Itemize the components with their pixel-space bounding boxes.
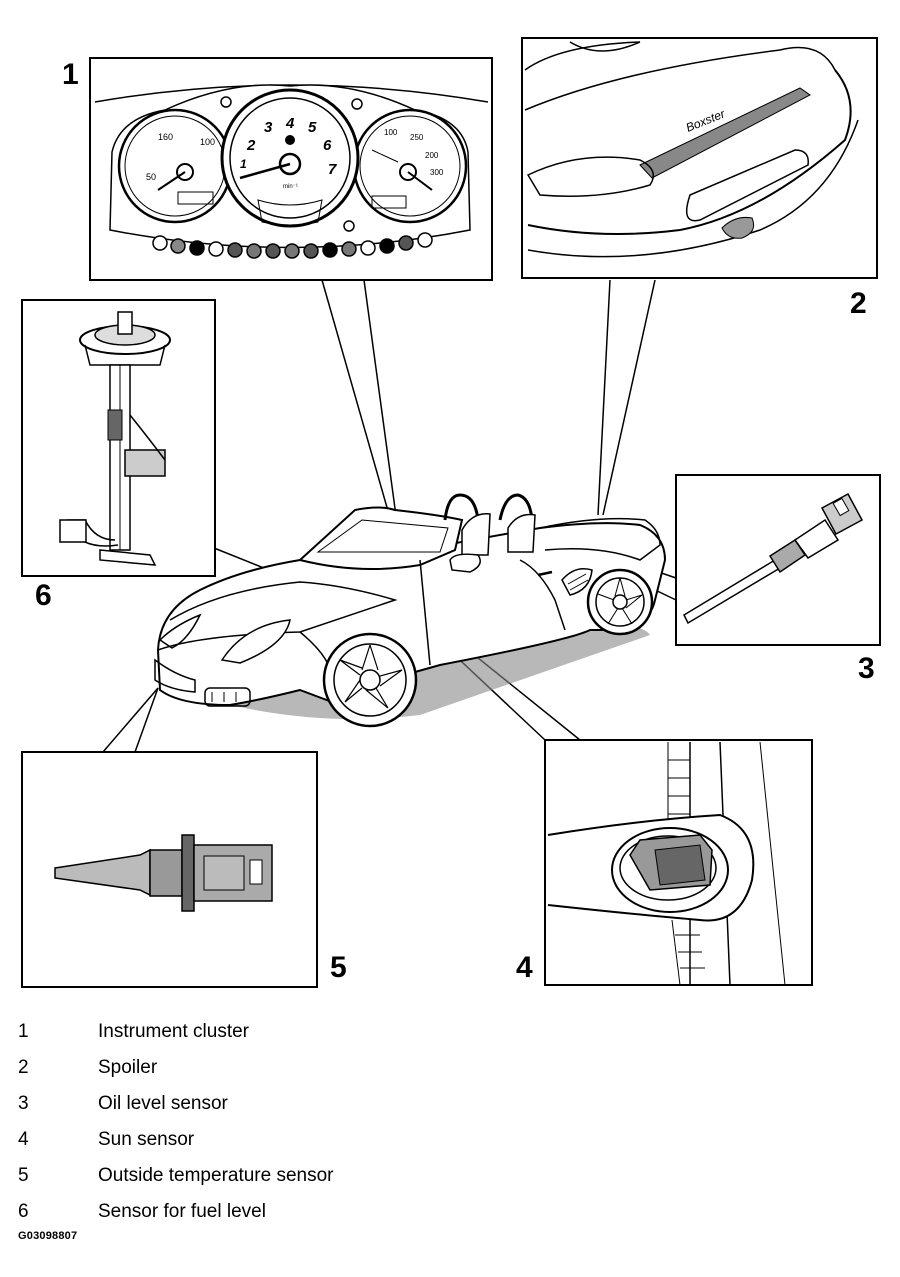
outside-temp-sensor-inset — [21, 751, 318, 988]
rpm-label: min⁻¹ — [283, 184, 298, 190]
sun-sensor-inset — [544, 739, 813, 986]
fuel-level-sensor-inset — [21, 299, 216, 577]
speedo-label: 250 — [410, 133, 424, 142]
speedometer-gauge: 100 250 300 200 — [352, 108, 468, 224]
callout-number-5: 5 — [330, 951, 347, 984]
legend-number: 3 — [18, 1093, 29, 1114]
legend-number: 6 — [18, 1201, 29, 1222]
legend-label: Instrument cluster — [98, 1021, 249, 1042]
spoiler-inset: Boxster — [521, 37, 878, 279]
legend-label: Spoiler — [98, 1057, 158, 1078]
speedo-label: 100 — [384, 128, 398, 137]
tach-number: 2 — [246, 137, 256, 154]
oil-gauge: 160 100 50 — [117, 108, 233, 224]
tachometer-gauge: 3 4 5 2 6 7 1 min⁻¹ — [220, 88, 360, 228]
speedo-label: 300 — [430, 168, 444, 177]
tach-number: 6 — [323, 137, 332, 154]
left-gauge-label: 100 — [200, 137, 215, 147]
tach-number: 5 — [308, 119, 317, 136]
oil-level-sensor-inset — [675, 474, 881, 646]
callout-number-2: 2 — [850, 287, 867, 320]
legend-number: 1 — [18, 1021, 29, 1042]
car-illustration — [154, 493, 667, 728]
legend-label: Outside temperature sensor — [98, 1165, 334, 1186]
legend-number: 2 — [18, 1057, 29, 1078]
legend-number: 5 — [18, 1165, 29, 1186]
legend-number: 4 — [18, 1129, 29, 1150]
legend-label: Sensor for fuel level — [98, 1201, 266, 1222]
figure-id: G03098807 — [18, 1230, 78, 1242]
left-gauge-label: 50 — [146, 172, 156, 182]
legend-label: Oil level sensor — [98, 1093, 228, 1114]
svg-text:200: 200 — [425, 151, 439, 160]
callout-number-3: 3 — [858, 652, 875, 685]
tach-number: 7 — [328, 161, 337, 178]
tach-number: 4 — [285, 115, 295, 132]
instrument-cluster-inset: 160 100 50 100 250 300 200 3 4 5 — [89, 57, 493, 281]
left-gauge-label: 160 — [158, 132, 173, 142]
callout-number-1: 1 — [62, 58, 79, 91]
tach-number: 3 — [264, 119, 273, 136]
callout-number-4: 4 — [516, 951, 533, 984]
callout-number-6: 6 — [35, 579, 52, 612]
tach-number: 1 — [240, 157, 247, 171]
warning-lights — [152, 232, 433, 259]
legend-label: Sun sensor — [98, 1129, 195, 1150]
component-location-diagram: 160 100 50 100 250 300 200 3 4 5 — [21, 37, 881, 988]
